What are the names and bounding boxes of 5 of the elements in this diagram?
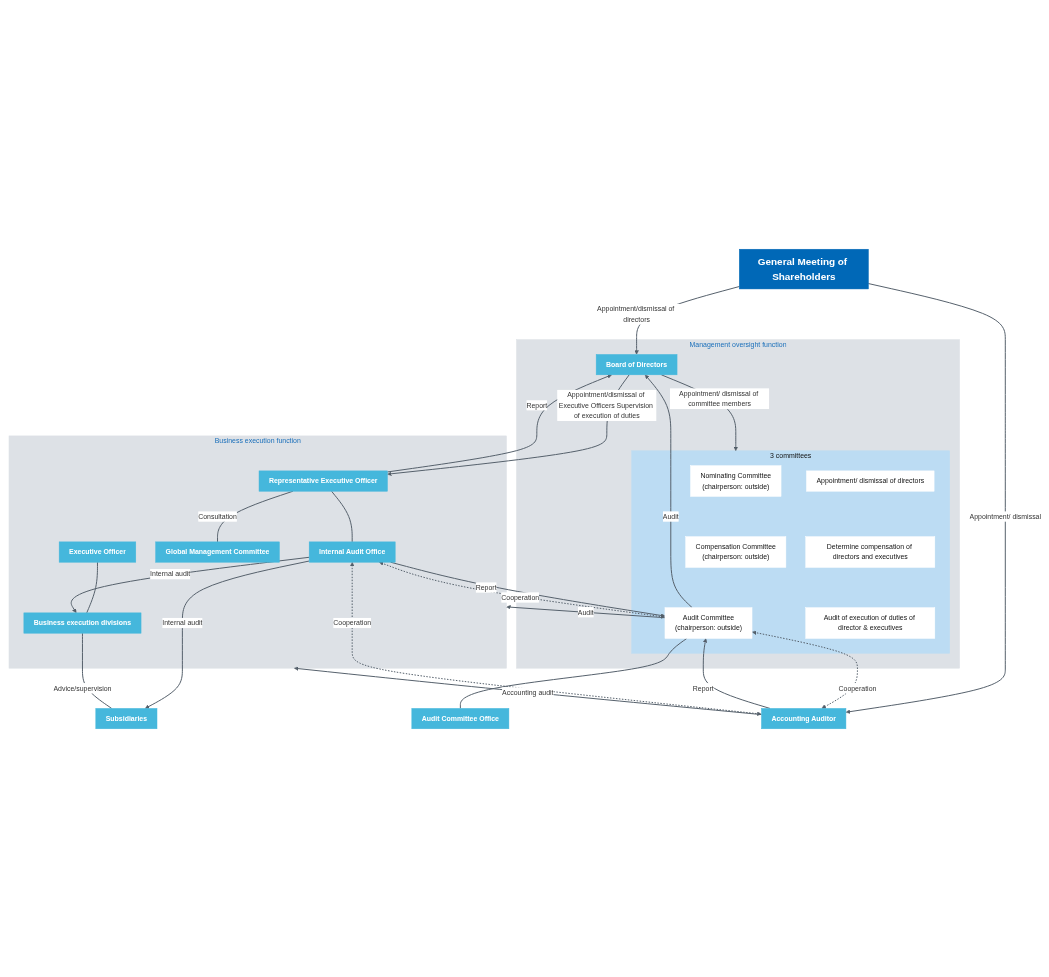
connector [85,561,98,613]
connector [330,490,353,542]
node-box: General Meeting of Shareholders [738,248,869,289]
connector [459,637,687,709]
connector [81,632,112,709]
